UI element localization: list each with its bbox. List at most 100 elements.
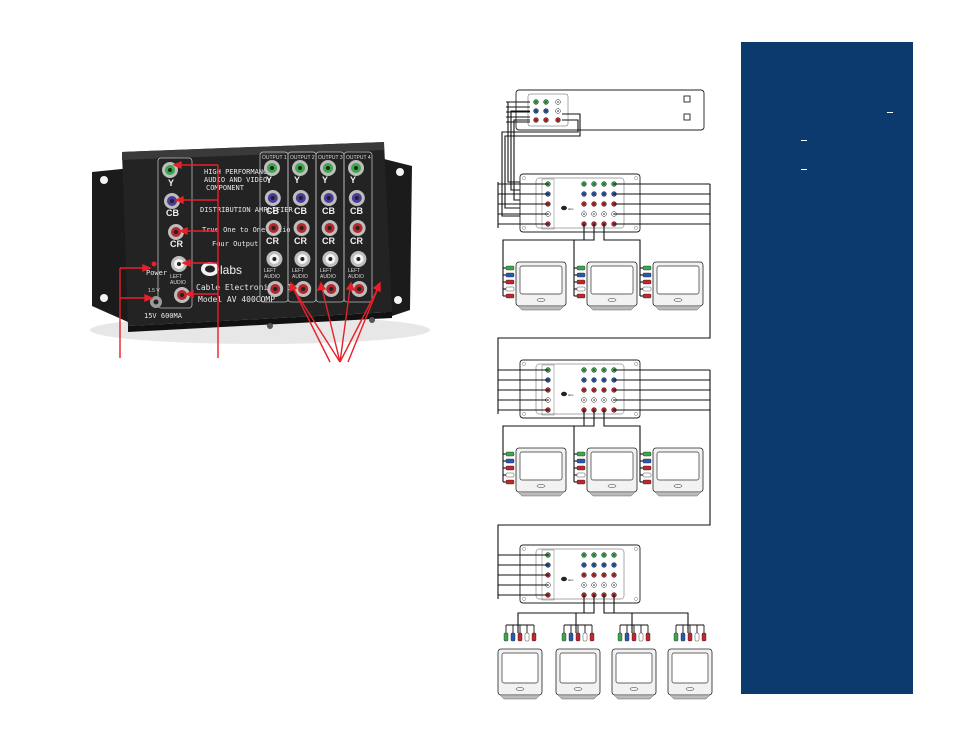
amplifier-stage-1: labs [497,173,710,311]
input-cr-label: CR [170,239,183,249]
rca-jack-icon [591,572,597,578]
output-y-label: Y [266,175,272,185]
monitor-icon [652,447,704,497]
rca-jack-icon [266,251,283,267]
rca-jack-icon [581,552,587,558]
header-line-3: COMPONENT [206,184,245,192]
monitor-icon [667,648,713,700]
output-cr-label: CR [294,236,307,246]
output-y-label: Y [294,175,300,185]
power-spec-small: 1.5 V [148,288,160,294]
monitor-inputs [503,624,537,642]
rca-jack-icon [349,220,366,236]
rca-jack-icon [581,211,587,217]
rca-jack-icon [543,117,549,123]
output-label: OUTPUT 3 [318,155,343,161]
device-ratio: True One to One Ratio [202,226,291,234]
rca-jack-icon [581,562,587,568]
rca-jack-icon [350,251,367,267]
monitor-icon [586,447,638,497]
monitor-icon [497,648,543,700]
maker-text: Cable Electronics, Inc. [196,283,307,292]
rca-jack-icon [267,281,284,297]
output-left-label: LEFT [264,268,276,274]
rca-jack-icon [591,191,597,197]
input-left-label: LEFT [170,274,182,280]
rca-jack-icon [264,190,281,206]
rca-jack-icon [591,181,597,187]
rca-jack-icon [581,191,587,197]
monitor-icon [515,261,567,311]
brand-text: labs [568,393,574,397]
rca-jack-icon [591,397,597,403]
monitor-inputs [576,265,586,299]
rca-jack-icon [322,251,339,267]
input-audio-label: AUDIO [170,280,186,286]
rca-jack-icon [591,387,597,393]
input-audio-red-jack [174,287,190,303]
brand-logo: labs [201,262,242,277]
monitor-inputs [505,451,515,485]
output-audio-label: AUDIO [292,274,308,280]
distribution-amp-icon: labs [519,173,641,233]
wiring-diagram: labs labs labs [497,89,713,700]
rca-jack-icon [581,201,587,207]
product-photo: Y CB CR LEFT AUDIO HIGH PERFORMANCE AUDI… [90,142,430,344]
rca-jack-icon [611,582,617,588]
rca-jack-icon [601,397,607,403]
output-cr-label: CR [266,236,279,246]
monitor-icon [555,648,601,700]
distribution-amp-icon: labs [519,544,641,604]
rca-jack-icon [611,572,617,578]
rca-jack-icon [611,552,617,558]
rca-jack-icon [323,281,340,297]
rca-jack-icon [320,190,337,206]
rca-jack-icon [581,387,587,393]
rca-jack-icon [591,552,597,558]
rca-jack-icon [591,201,597,207]
device-outputs: Four Output [212,240,258,248]
input-cb-jack [164,193,180,209]
rca-jack-icon [591,367,597,373]
power-spec: 15V 600MA [144,312,183,320]
rca-jack-icon [601,191,607,197]
rca-jack-icon [581,582,587,588]
output-y-label: Y [350,175,356,185]
monitor-inputs [505,265,515,299]
amplifier-stage-2: labs [497,359,710,497]
rca-jack-icon [543,99,549,105]
input-y-jack [162,162,178,178]
monitor-icon [515,447,567,497]
rca-jack-icon [348,190,365,206]
output-left-label: LEFT [292,268,304,274]
distribution-amp-icon: labs [519,359,641,419]
side-panel [741,42,913,694]
output-audio-label: AUDIO [320,274,336,280]
panel-dash [887,112,893,113]
monitor-icon [652,261,704,311]
output-label: OUTPUT 2 [290,155,315,161]
output-left-label: LEFT [348,268,360,274]
output-audio-label: AUDIO [348,274,364,280]
rca-jack-icon [581,572,587,578]
output-cb-label: CB [322,206,335,216]
monitor-icon [586,261,638,311]
rca-jack-icon [601,552,607,558]
output-label: OUTPUT 1 [262,155,287,161]
rca-jack-icon [601,562,607,568]
brand-text: labs [568,207,574,211]
model-text: Model AV 400COMP [198,295,275,304]
device-subtitle: DISTRIBUTION AMPLIFIER [200,206,294,214]
rca-jack-icon [264,160,280,176]
rca-jack-icon [320,160,336,176]
monitor-inputs [642,451,652,485]
output-cb-label: CB [350,206,363,216]
rca-jack-icon [601,367,607,373]
output-cb-label: CB [294,206,307,216]
